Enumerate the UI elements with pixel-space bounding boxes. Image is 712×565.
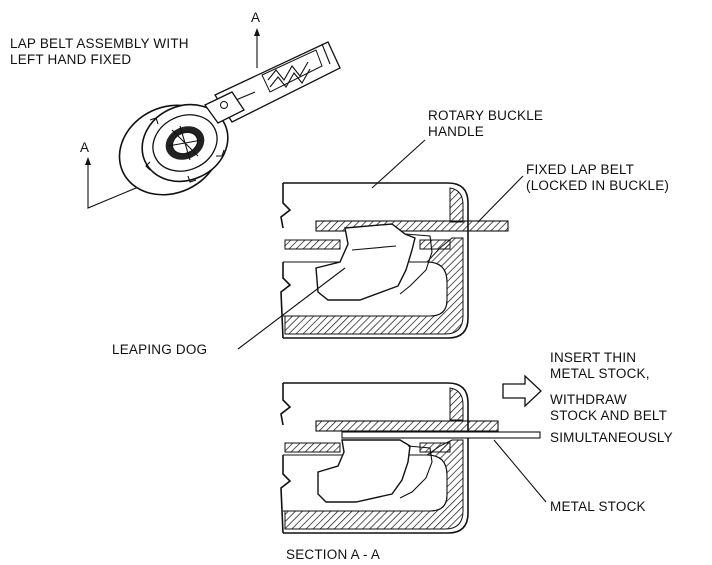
fixed-belt-label-line1: FIXED LAP BELT [526, 162, 634, 177]
insert-instruction-line2: METAL STOCK, [550, 366, 650, 381]
metal-stock-leader-line [493, 439, 547, 503]
insert-instruction-line4: STOCK AND BELT [550, 408, 667, 423]
section-caption: SECTION A - A [286, 547, 380, 562]
assembly-label-line1: LAP BELT ASSEMBLY WITH [10, 36, 189, 51]
section-marker-left: A [80, 140, 89, 155]
insert-instruction-line1: INSERT THIN [550, 350, 636, 365]
fixed-belt-label-line2: (LOCKED IN BUCKLE) [526, 178, 669, 193]
metal-stock-label: METAL STOCK [550, 499, 646, 514]
upper-section-view [280, 182, 509, 339]
leaping-dog-label: LEAPING DOG [112, 342, 207, 357]
assembly-label-line2: LEFT HAND FIXED [10, 52, 131, 67]
rotary-leader-line [371, 139, 426, 189]
insert-arrow [502, 374, 542, 408]
rotary-label-line1: ROTARY BUCKLE [428, 108, 543, 123]
lower-section-view [280, 382, 541, 534]
lap-belt-assembly-illustration [118, 41, 341, 196]
section-arrow-top [254, 28, 260, 68]
rotary-label-line2: HANDLE [428, 124, 484, 139]
fixed-belt-leader-line [477, 175, 524, 223]
insert-instruction-line3: WITHDRAW [550, 392, 627, 407]
section-marker-top: A [251, 10, 260, 25]
insert-instruction-line5: SIMULTANEOUSLY [550, 430, 673, 445]
leaping-dog-leader-line [237, 267, 346, 350]
